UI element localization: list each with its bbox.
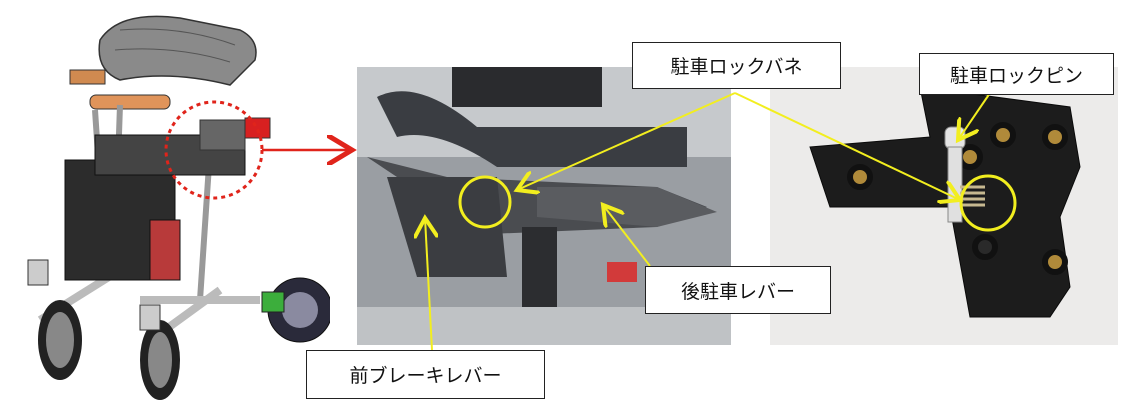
callout-rear-lever-label: 後駐車レバー <box>645 266 831 314</box>
walker-cad-render <box>27 15 330 400</box>
callout-pin-label: 駐車ロックピン <box>919 53 1114 95</box>
callout-spring-label: 駐車ロックバネ <box>632 42 841 89</box>
callout-front-lever-label: 前ブレーキレバー <box>306 350 545 399</box>
